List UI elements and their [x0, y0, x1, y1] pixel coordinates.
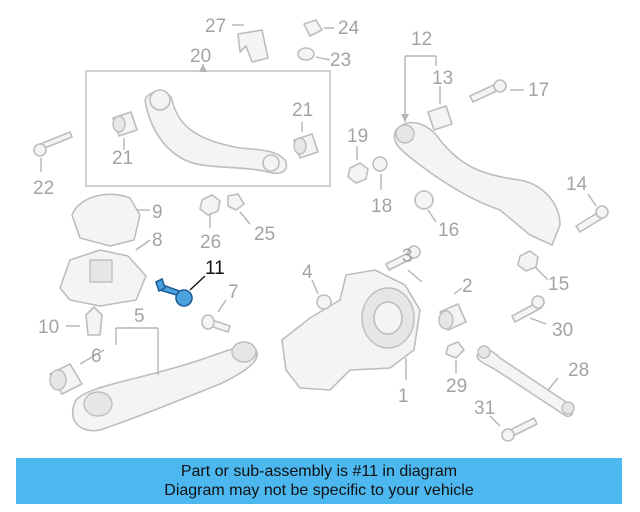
label-16: 16 — [438, 220, 459, 241]
lower-arm-5 — [71, 345, 258, 432]
label-9: 9 — [152, 202, 163, 223]
nut-19 — [347, 162, 369, 184]
label-25: 25 — [254, 224, 275, 245]
label-30: 30 — [552, 320, 573, 341]
label-20: 20 — [190, 46, 211, 67]
arm-bushing — [149, 89, 171, 111]
bushing-13 — [427, 105, 453, 131]
leader-11 — [189, 275, 206, 291]
clip-25 — [227, 193, 245, 211]
label-23: 23 — [330, 50, 351, 71]
label-12: 12 — [411, 29, 432, 50]
nut-29 — [445, 341, 465, 359]
label-29: 29 — [446, 376, 467, 397]
label-19: 19 — [347, 126, 368, 147]
bracket-27 — [237, 29, 269, 63]
label-6: 6 — [91, 346, 102, 367]
label-3: 3 — [402, 246, 413, 267]
label-31: 31 — [474, 398, 495, 419]
trailing-arm-12 — [393, 121, 561, 246]
bushing-16 — [414, 190, 434, 210]
banner-line-2: Diagram may not be specific to your vehi… — [164, 482, 474, 499]
label-2: 2 — [462, 276, 473, 297]
upper-control-arm — [144, 90, 288, 175]
label-21b: 21 — [292, 100, 313, 121]
nut-15 — [517, 250, 539, 272]
bolt-11-highlighted[interactable] — [155, 277, 193, 307]
label-5: 5 — [134, 306, 145, 327]
label-4: 4 — [302, 262, 313, 283]
label-1: 1 — [398, 386, 409, 407]
label-11: 11 — [205, 258, 225, 279]
washer-4 — [316, 294, 332, 310]
label-22: 22 — [33, 178, 54, 199]
label-17: 17 — [528, 80, 549, 101]
label-27: 27 — [205, 16, 226, 37]
nut-24 — [303, 19, 323, 37]
label-8: 8 — [152, 230, 163, 251]
washer-23 — [297, 47, 315, 61]
label-24: 24 — [338, 18, 360, 39]
label-21a: 21 — [112, 148, 133, 169]
banner-line-1: Part or sub-assembly is #11 in diagram — [180, 463, 458, 480]
bolt-10 — [85, 306, 103, 336]
label-10: 10 — [38, 317, 59, 338]
group-box-20 — [85, 70, 331, 187]
nut-26 — [199, 194, 221, 216]
label-26: 26 — [200, 232, 221, 253]
label-15: 15 — [548, 274, 569, 295]
label-28: 28 — [568, 360, 589, 381]
label-13: 13 — [432, 68, 453, 89]
label-18: 18 — [371, 196, 392, 217]
label-7: 7 — [228, 282, 239, 303]
bracket-9 — [71, 193, 141, 247]
label-14: 14 — [566, 174, 588, 195]
washer-18 — [372, 156, 388, 172]
info-banner: Part or sub-assembly is #11 in diagram D… — [16, 458, 622, 504]
